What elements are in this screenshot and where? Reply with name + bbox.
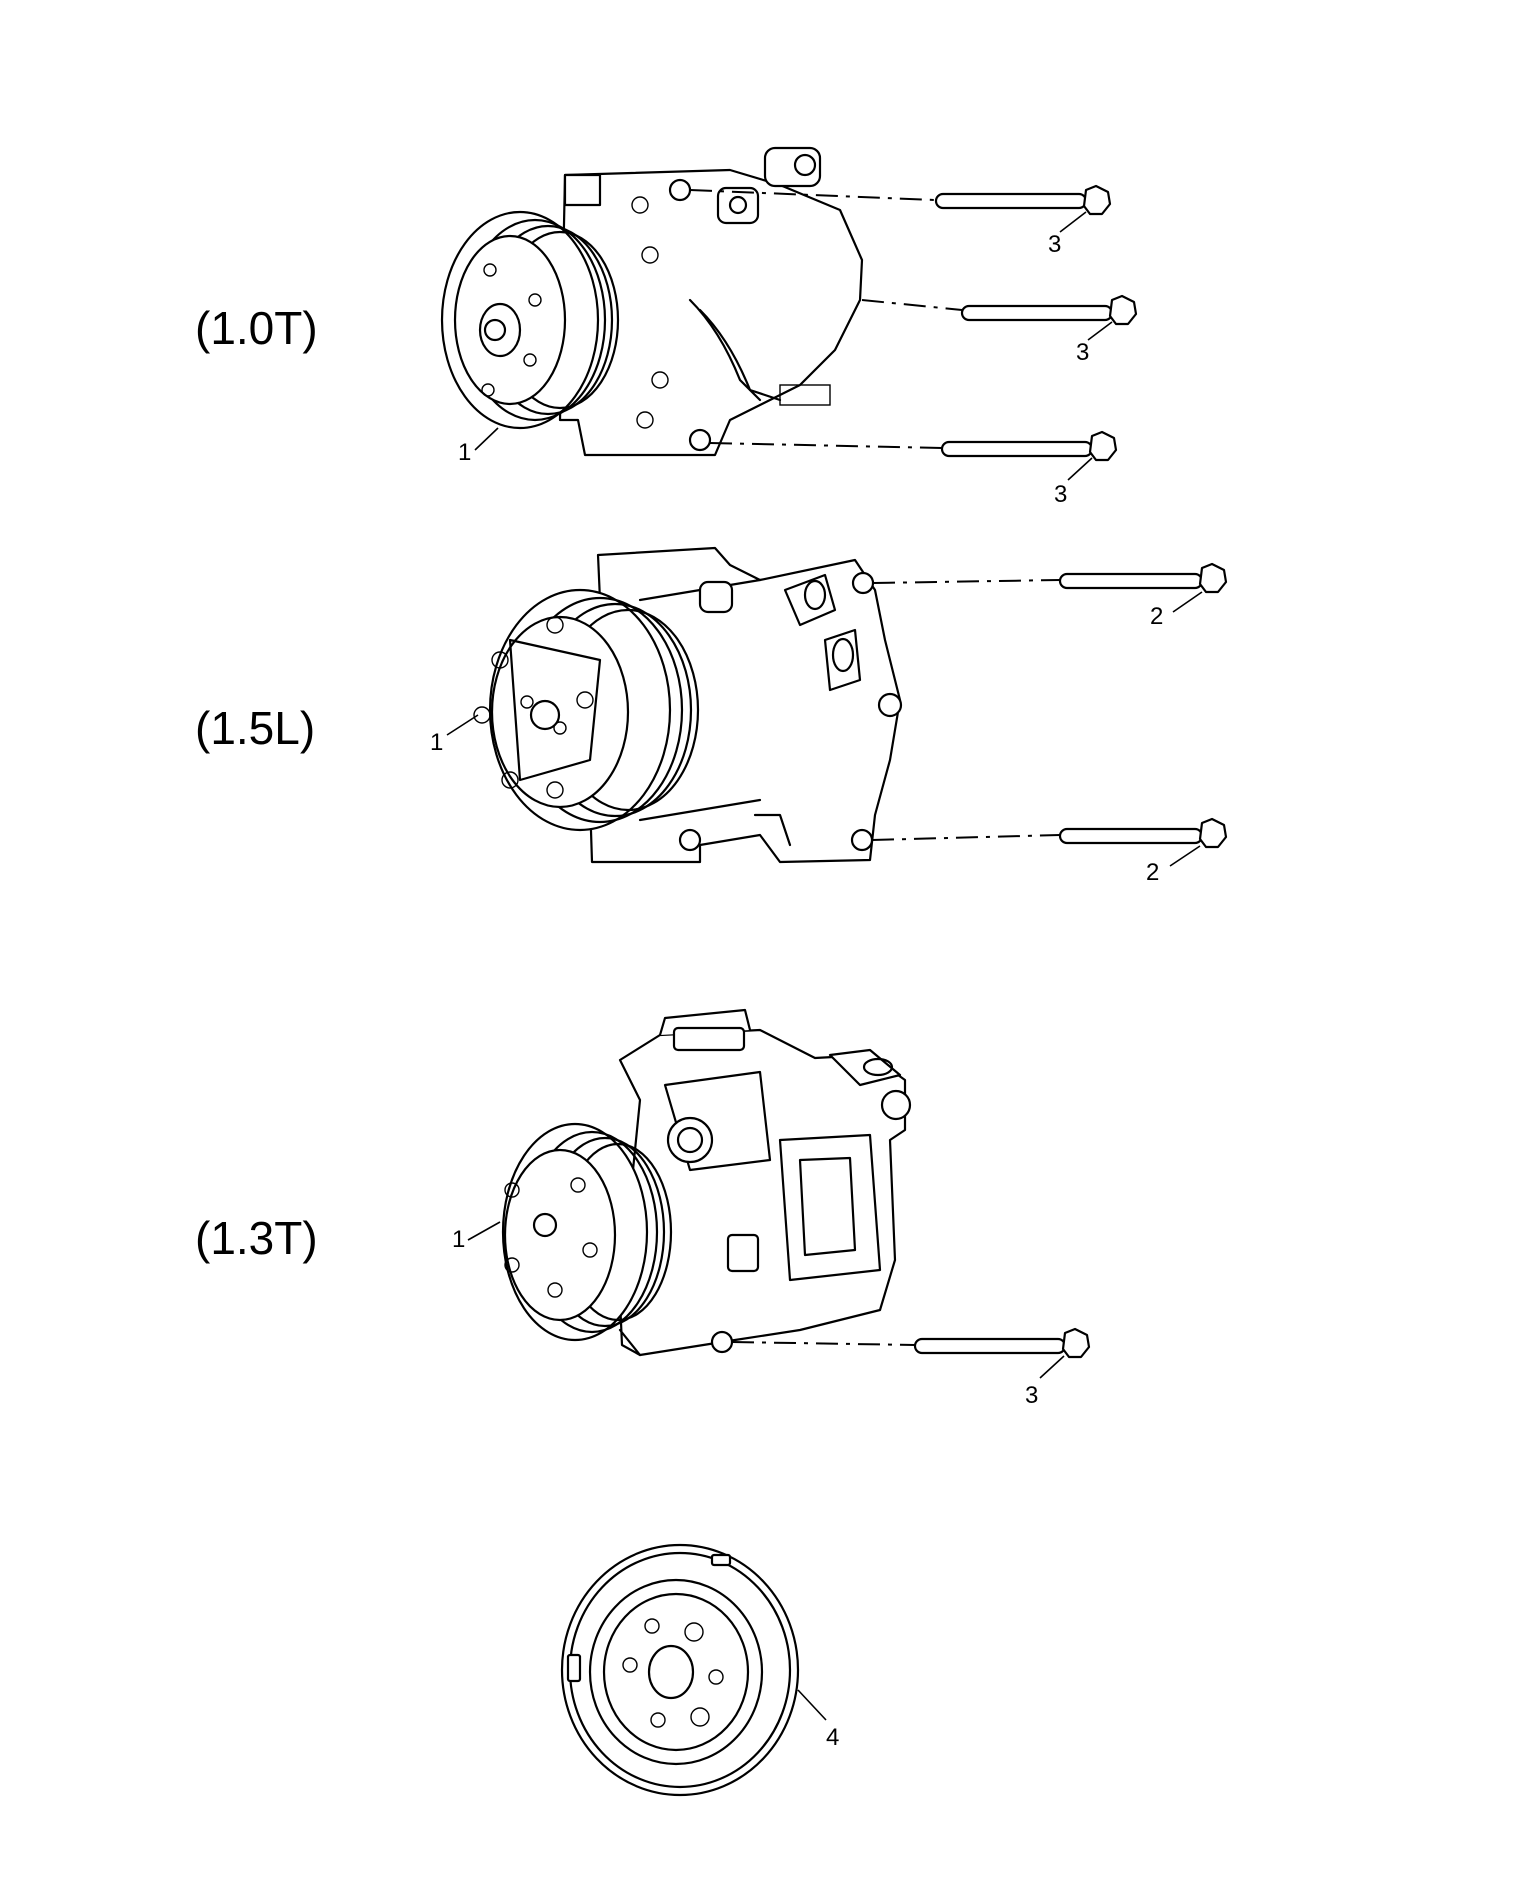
group-1-0t: (1.0T)	[195, 146, 1138, 508]
engine-label-1-0t: (1.0T)	[195, 302, 318, 354]
clutch-plate: 4	[560, 1543, 839, 1797]
compressor-1-3t	[501, 1008, 912, 1357]
engine-label-1-3t: (1.3T)	[195, 1212, 318, 1264]
group-1-5l: (1.5L)	[195, 546, 1228, 886]
compressor-1-5l	[473, 546, 903, 864]
callout-part-1-0t: 1	[458, 439, 471, 466]
compressor-1-0t	[440, 146, 864, 457]
engine-label-1-5l: (1.5L)	[195, 702, 315, 754]
bolt-1-0t-middle	[960, 294, 1138, 326]
bolt-1-0t-top	[934, 184, 1112, 216]
callout-bolt-1-3t: 3	[1025, 1382, 1038, 1409]
callout-bolt-1-0t-b: 3	[1076, 339, 1089, 366]
callout-part-1-3t: 1	[452, 1226, 465, 1253]
callout-bolt-1-0t-c: 3	[1054, 481, 1067, 508]
bolt-1-3t	[913, 1327, 1091, 1359]
callout-bolt-1-5l-a: 2	[1150, 603, 1163, 630]
bolt-1-0t-bottom	[940, 430, 1118, 462]
bolt-1-5l-bottom	[1058, 817, 1228, 849]
group-1-3t: (1.3T)	[195, 1008, 1091, 1409]
callout-bolt-1-0t-a: 3	[1048, 231, 1061, 258]
callout-clutch-plate: 4	[826, 1724, 839, 1751]
bolt-1-5l-top	[1058, 562, 1228, 594]
callout-part-1-5l: 1	[430, 729, 443, 756]
callout-bolt-1-5l-b: 2	[1146, 859, 1159, 886]
